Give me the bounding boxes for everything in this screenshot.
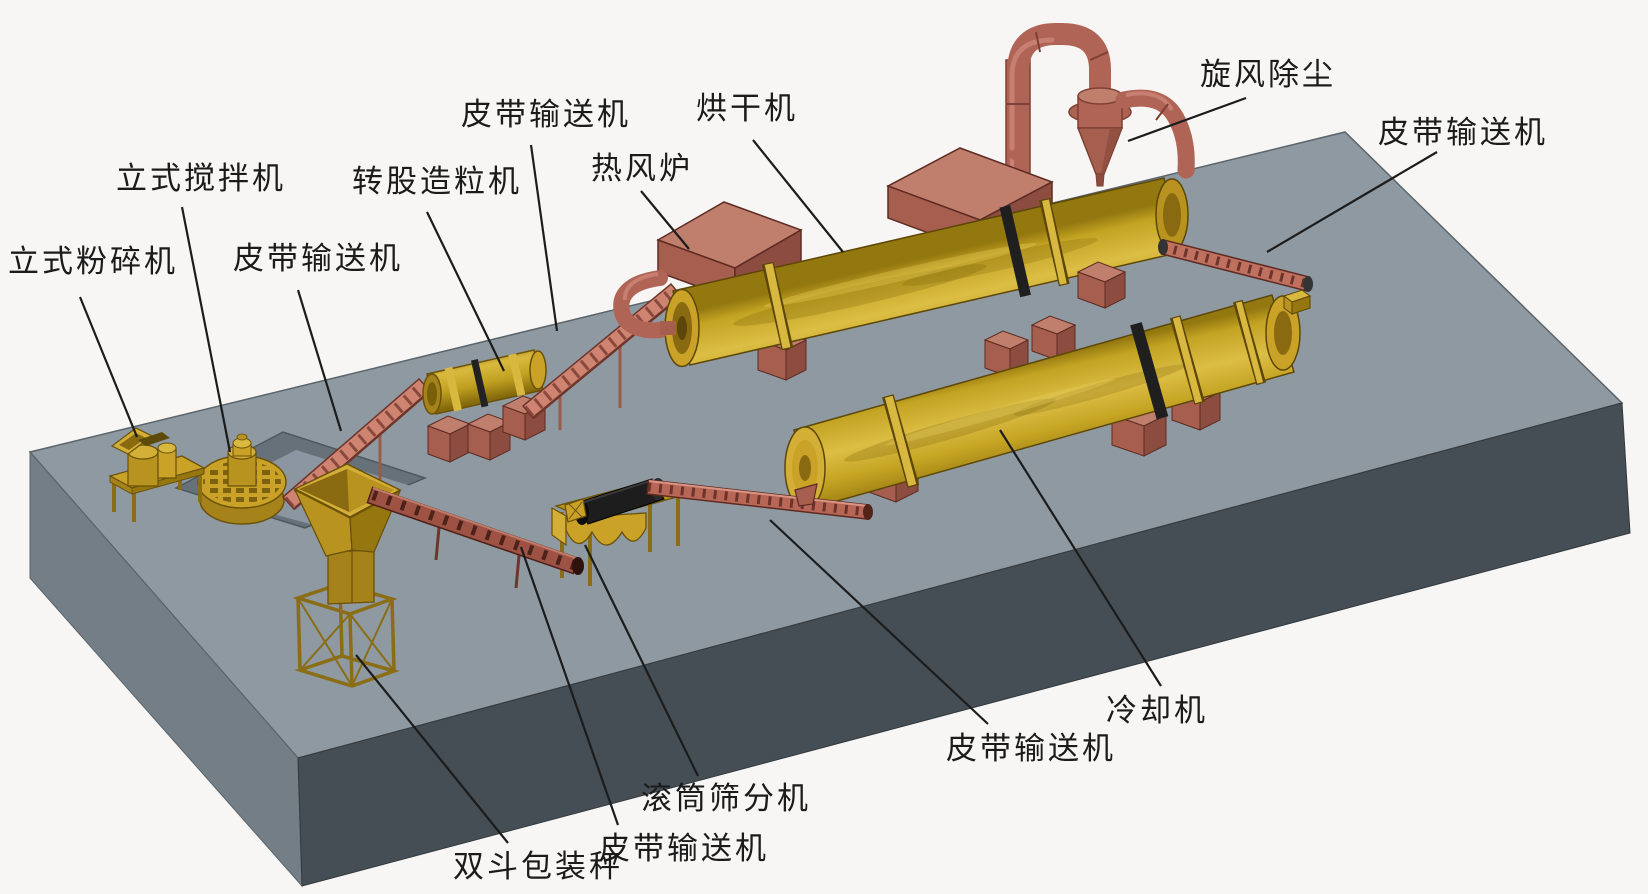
label-vertical-crusher: 立式粉碎机: [8, 244, 178, 279]
leader-belt-conveyor-1: [296, 289, 343, 432]
exhaust-pipe-arch: [1007, 23, 1111, 161]
leader-vertical-crusher: [78, 296, 139, 438]
cyclone-dust-collector: [1068, 87, 1195, 187]
label-double-hopper-packing-scale: 双斗包装秤: [453, 849, 623, 884]
label-cyclone-dust-collector: 旋风除尘: [1200, 57, 1336, 92]
leader-dryer: [752, 139, 844, 253]
label-belt-conveyor-2: 皮带输送机: [461, 97, 631, 132]
leader-lines: [78, 96, 1438, 844]
label-belt-conveyor-5: 皮带输送机: [599, 831, 769, 866]
belt-conveyor-4: [646, 479, 873, 520]
dryer-drum: [664, 177, 1189, 368]
leader-hot-air-furnace: [640, 190, 690, 250]
dryer-inlet-elbow: [613, 270, 676, 339]
cooler-drum: [784, 289, 1312, 510]
label-belt-conveyor-4: 皮带输送机: [946, 731, 1116, 766]
label-cooler: 冷却机: [1106, 693, 1208, 728]
packing-frame: [292, 582, 400, 688]
platform-front-face: [297, 402, 1631, 887]
leader-packing-scale: [355, 654, 509, 844]
belt-conveyor-3-block: [1076, 261, 1127, 309]
belt-conveyor-3: [1158, 239, 1313, 292]
leader-drum-screener: [584, 544, 699, 777]
label-belt-conveyor-1: 皮带输送机: [233, 241, 403, 276]
label-drum-screener: 滚筒筛分机: [641, 781, 811, 816]
leader-vertical-mixer: [180, 206, 232, 453]
label-rotary-granulator: 转股造粒机: [352, 164, 522, 199]
leader-cooler: [999, 429, 1162, 687]
label-belt-conveyor-3: 皮带输送机: [1378, 115, 1548, 150]
label-hot-air-furnace: 热风炉: [591, 151, 693, 186]
leader-belt-conveyor-5: [519, 546, 620, 826]
leader-belt-conveyor-3: [1266, 151, 1438, 253]
leader-belt-conveyor-2: [529, 144, 559, 332]
leader-cyclone: [1127, 96, 1247, 143]
vertical-crusher: [108, 427, 206, 522]
label-vertical-mixer: 立式搅拌机: [116, 161, 286, 196]
leader-belt-conveyor-4: [769, 519, 989, 725]
belt-conveyor-5: [366, 486, 584, 589]
leader-rotary-granulator: [426, 211, 505, 372]
label-dryer: 烘干机: [696, 91, 798, 126]
